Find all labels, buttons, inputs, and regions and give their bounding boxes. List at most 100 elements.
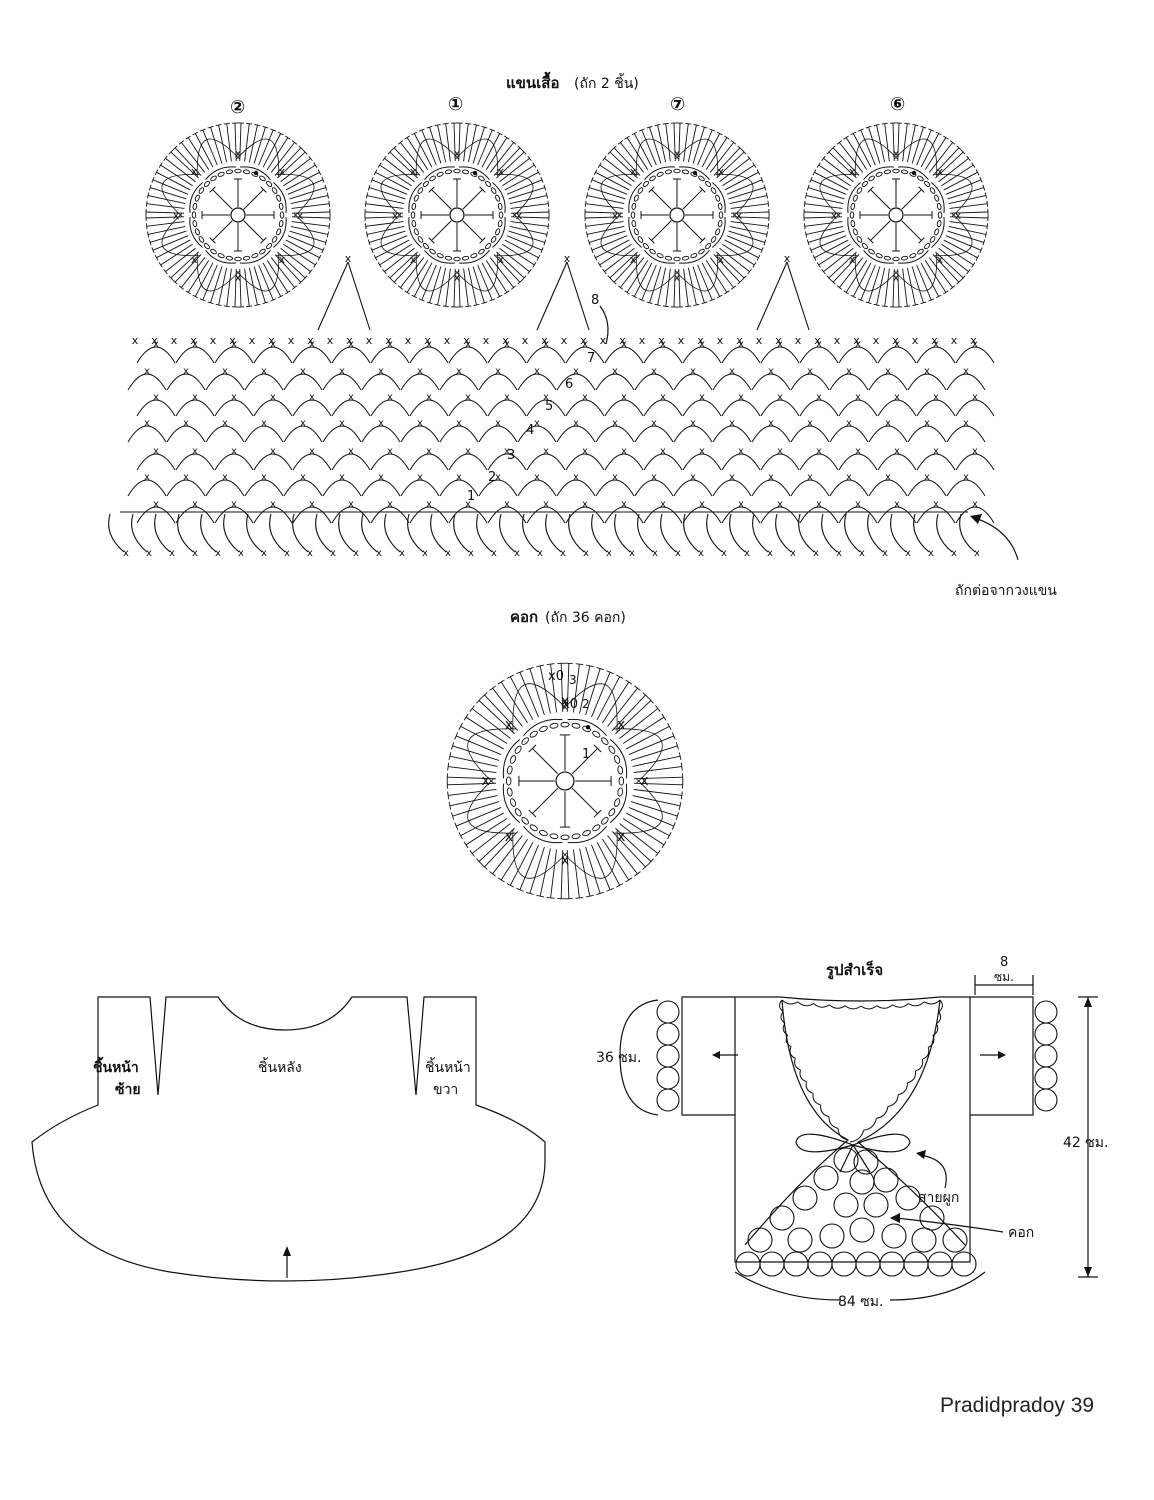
single-crochet-mark: x (417, 418, 423, 429)
single-crochet-mark: x (504, 499, 510, 510)
center-ring (449, 207, 465, 223)
single-crochet-mark: x (736, 334, 743, 347)
single-crochet-mark: x (630, 165, 637, 178)
scallop (812, 1093, 821, 1106)
stitch-top (172, 279, 178, 285)
tall-stitch (665, 123, 671, 162)
stitch-top (454, 732, 459, 740)
mesh-arch (175, 453, 215, 471)
single-crochet-mark: x (849, 165, 856, 178)
single-crochet-mark: x (718, 165, 725, 178)
pattern-piece: ชิ้นหน้า ซ้าย ชิ้นหลัง ชิ้นหน้า ขวา (31, 996, 546, 1282)
single-crochet-mark: x (309, 339, 315, 350)
single-crochet-mark: x (834, 334, 841, 347)
single-crochet-mark: x (541, 334, 548, 347)
stitch-top (517, 279, 523, 285)
flower-circle (853, 1149, 879, 1175)
tall-stitch (453, 268, 456, 307)
stitch-top (975, 254, 980, 261)
single-crochet-mark: x (235, 271, 242, 284)
single-crochet-mark: x (600, 334, 607, 347)
tall-stitch (615, 700, 652, 735)
single-crochet-mark: x (465, 392, 471, 403)
stitch-top (982, 239, 986, 246)
mesh-arch (331, 453, 371, 471)
tall-stitch (400, 142, 425, 173)
base-loop (200, 513, 217, 553)
chain-stitch (868, 248, 875, 255)
tall-stitch (481, 133, 501, 168)
spoke-tick (648, 237, 655, 244)
chain-stitch (924, 243, 931, 250)
chain-arch (239, 250, 271, 264)
tall-stitch (280, 158, 311, 183)
sleeve-note: (ถัก 2 ชิ้น) (574, 73, 639, 92)
stitch-top (532, 162, 537, 168)
tall-stitch (510, 216, 549, 219)
chain-arch (897, 166, 929, 180)
single-crochet-mark: x (933, 339, 939, 350)
petal-outline (380, 173, 419, 217)
tall-stitch (448, 789, 497, 796)
base-loop (752, 513, 769, 553)
chain-stitch (642, 243, 649, 250)
mesh-arch (643, 506, 683, 524)
chain-stitch (698, 175, 705, 182)
chain-stitch (444, 169, 453, 175)
tall-stitch (510, 221, 549, 227)
tall-stitch (472, 266, 485, 303)
single-crochet-mark: x (777, 499, 783, 510)
tall-stitch (613, 254, 641, 283)
single-crochet-mark: x (972, 392, 978, 403)
chain-stitch (929, 187, 936, 194)
stitch-top (451, 742, 455, 750)
chain-stitch (601, 737, 609, 745)
chain-stitch (413, 194, 419, 202)
single-crochet-mark: x (729, 366, 735, 377)
single-crochet-mark: x (816, 392, 822, 403)
chain-stitch (436, 253, 444, 259)
mesh-arch (604, 346, 644, 364)
mesh-arch (790, 425, 830, 443)
stitch-top (625, 877, 633, 883)
center-ring (888, 207, 904, 223)
single-crochet-mark: x (612, 472, 618, 483)
chain-stitch (929, 236, 936, 243)
single-crochet-mark: x (573, 418, 579, 429)
single-crochet-mark: x (481, 773, 489, 789)
chain-stitch (705, 243, 712, 250)
chain-arch (205, 166, 237, 180)
stitch-top (881, 122, 888, 125)
flower-circle (787, 1227, 813, 1253)
mesh-arch (331, 399, 371, 417)
spoke (571, 748, 598, 775)
mesh-arch (907, 479, 947, 497)
base-loop (292, 513, 309, 553)
stitch-top (836, 285, 843, 290)
flower-circle (919, 1205, 945, 1231)
single-crochet-mark: x (309, 499, 315, 510)
flower-circle (849, 1169, 875, 1195)
mesh-arch (448, 453, 488, 471)
stitch-top (302, 149, 308, 155)
single-crochet-mark: x (658, 334, 665, 347)
stitch-top (756, 169, 761, 176)
stitch-top (510, 285, 517, 290)
tall-stitch (810, 235, 847, 251)
petal-outline (934, 173, 973, 217)
single-crochet-mark: x (937, 253, 944, 266)
tie-leader-head (916, 1150, 926, 1159)
single-crochet-mark: x (807, 472, 813, 483)
mesh-arch (955, 346, 995, 364)
tall-stitch (478, 827, 515, 862)
single-crochet-mark: x (651, 366, 657, 377)
single-crochet-mark: x (963, 418, 969, 429)
chain-stitch (217, 253, 225, 259)
chain-stitch (259, 248, 266, 255)
tall-stitch (832, 147, 860, 176)
single-crochet-mark: x (454, 271, 461, 284)
stitch-top (442, 122, 449, 125)
mesh-arch (331, 506, 371, 524)
